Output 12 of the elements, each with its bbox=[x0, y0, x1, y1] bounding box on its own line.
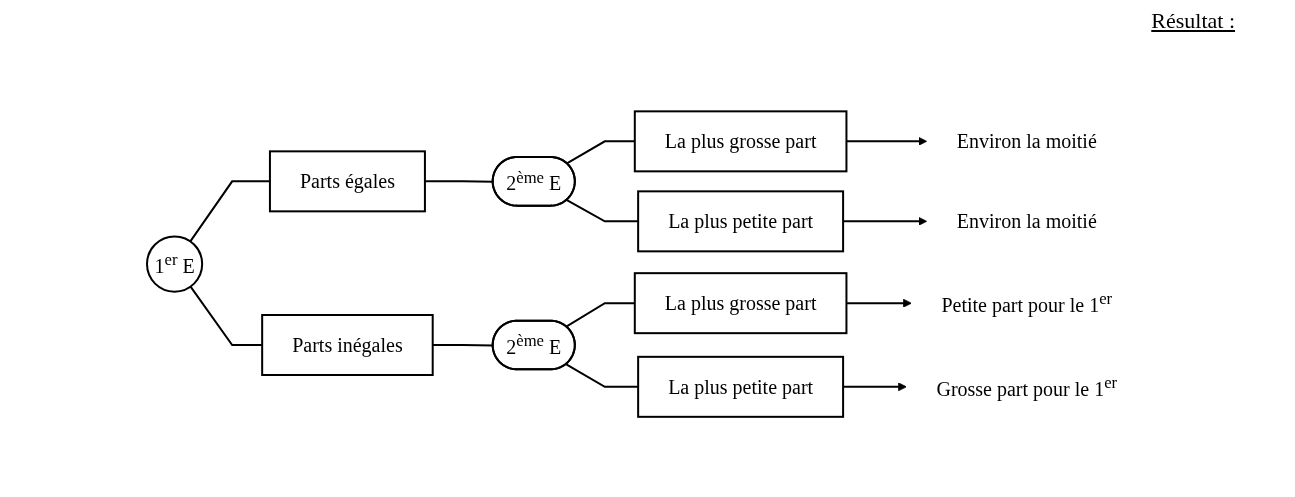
node-box: La plus petite part bbox=[637, 355, 845, 418]
node-box: La plus petite part bbox=[637, 190, 845, 253]
node-text: Grosse part pour le 1$^{er}$ bbox=[936, 373, 1118, 400]
node-text: Environ la moitié bbox=[957, 130, 1098, 153]
node-box: La plus grosse part bbox=[634, 272, 848, 335]
node-circle: 1$^{er}$ E bbox=[146, 235, 204, 293]
node-box: Parts égales bbox=[269, 150, 427, 213]
node-text: Petite part pour le 1$^{er}$ bbox=[941, 289, 1113, 316]
node-text: Environ la moitié bbox=[957, 210, 1098, 233]
heading-label: Résultat : bbox=[1151, 8, 1235, 33]
node-box: La plus grosse part bbox=[634, 110, 848, 173]
node-box: Parts inégales bbox=[261, 314, 435, 376]
